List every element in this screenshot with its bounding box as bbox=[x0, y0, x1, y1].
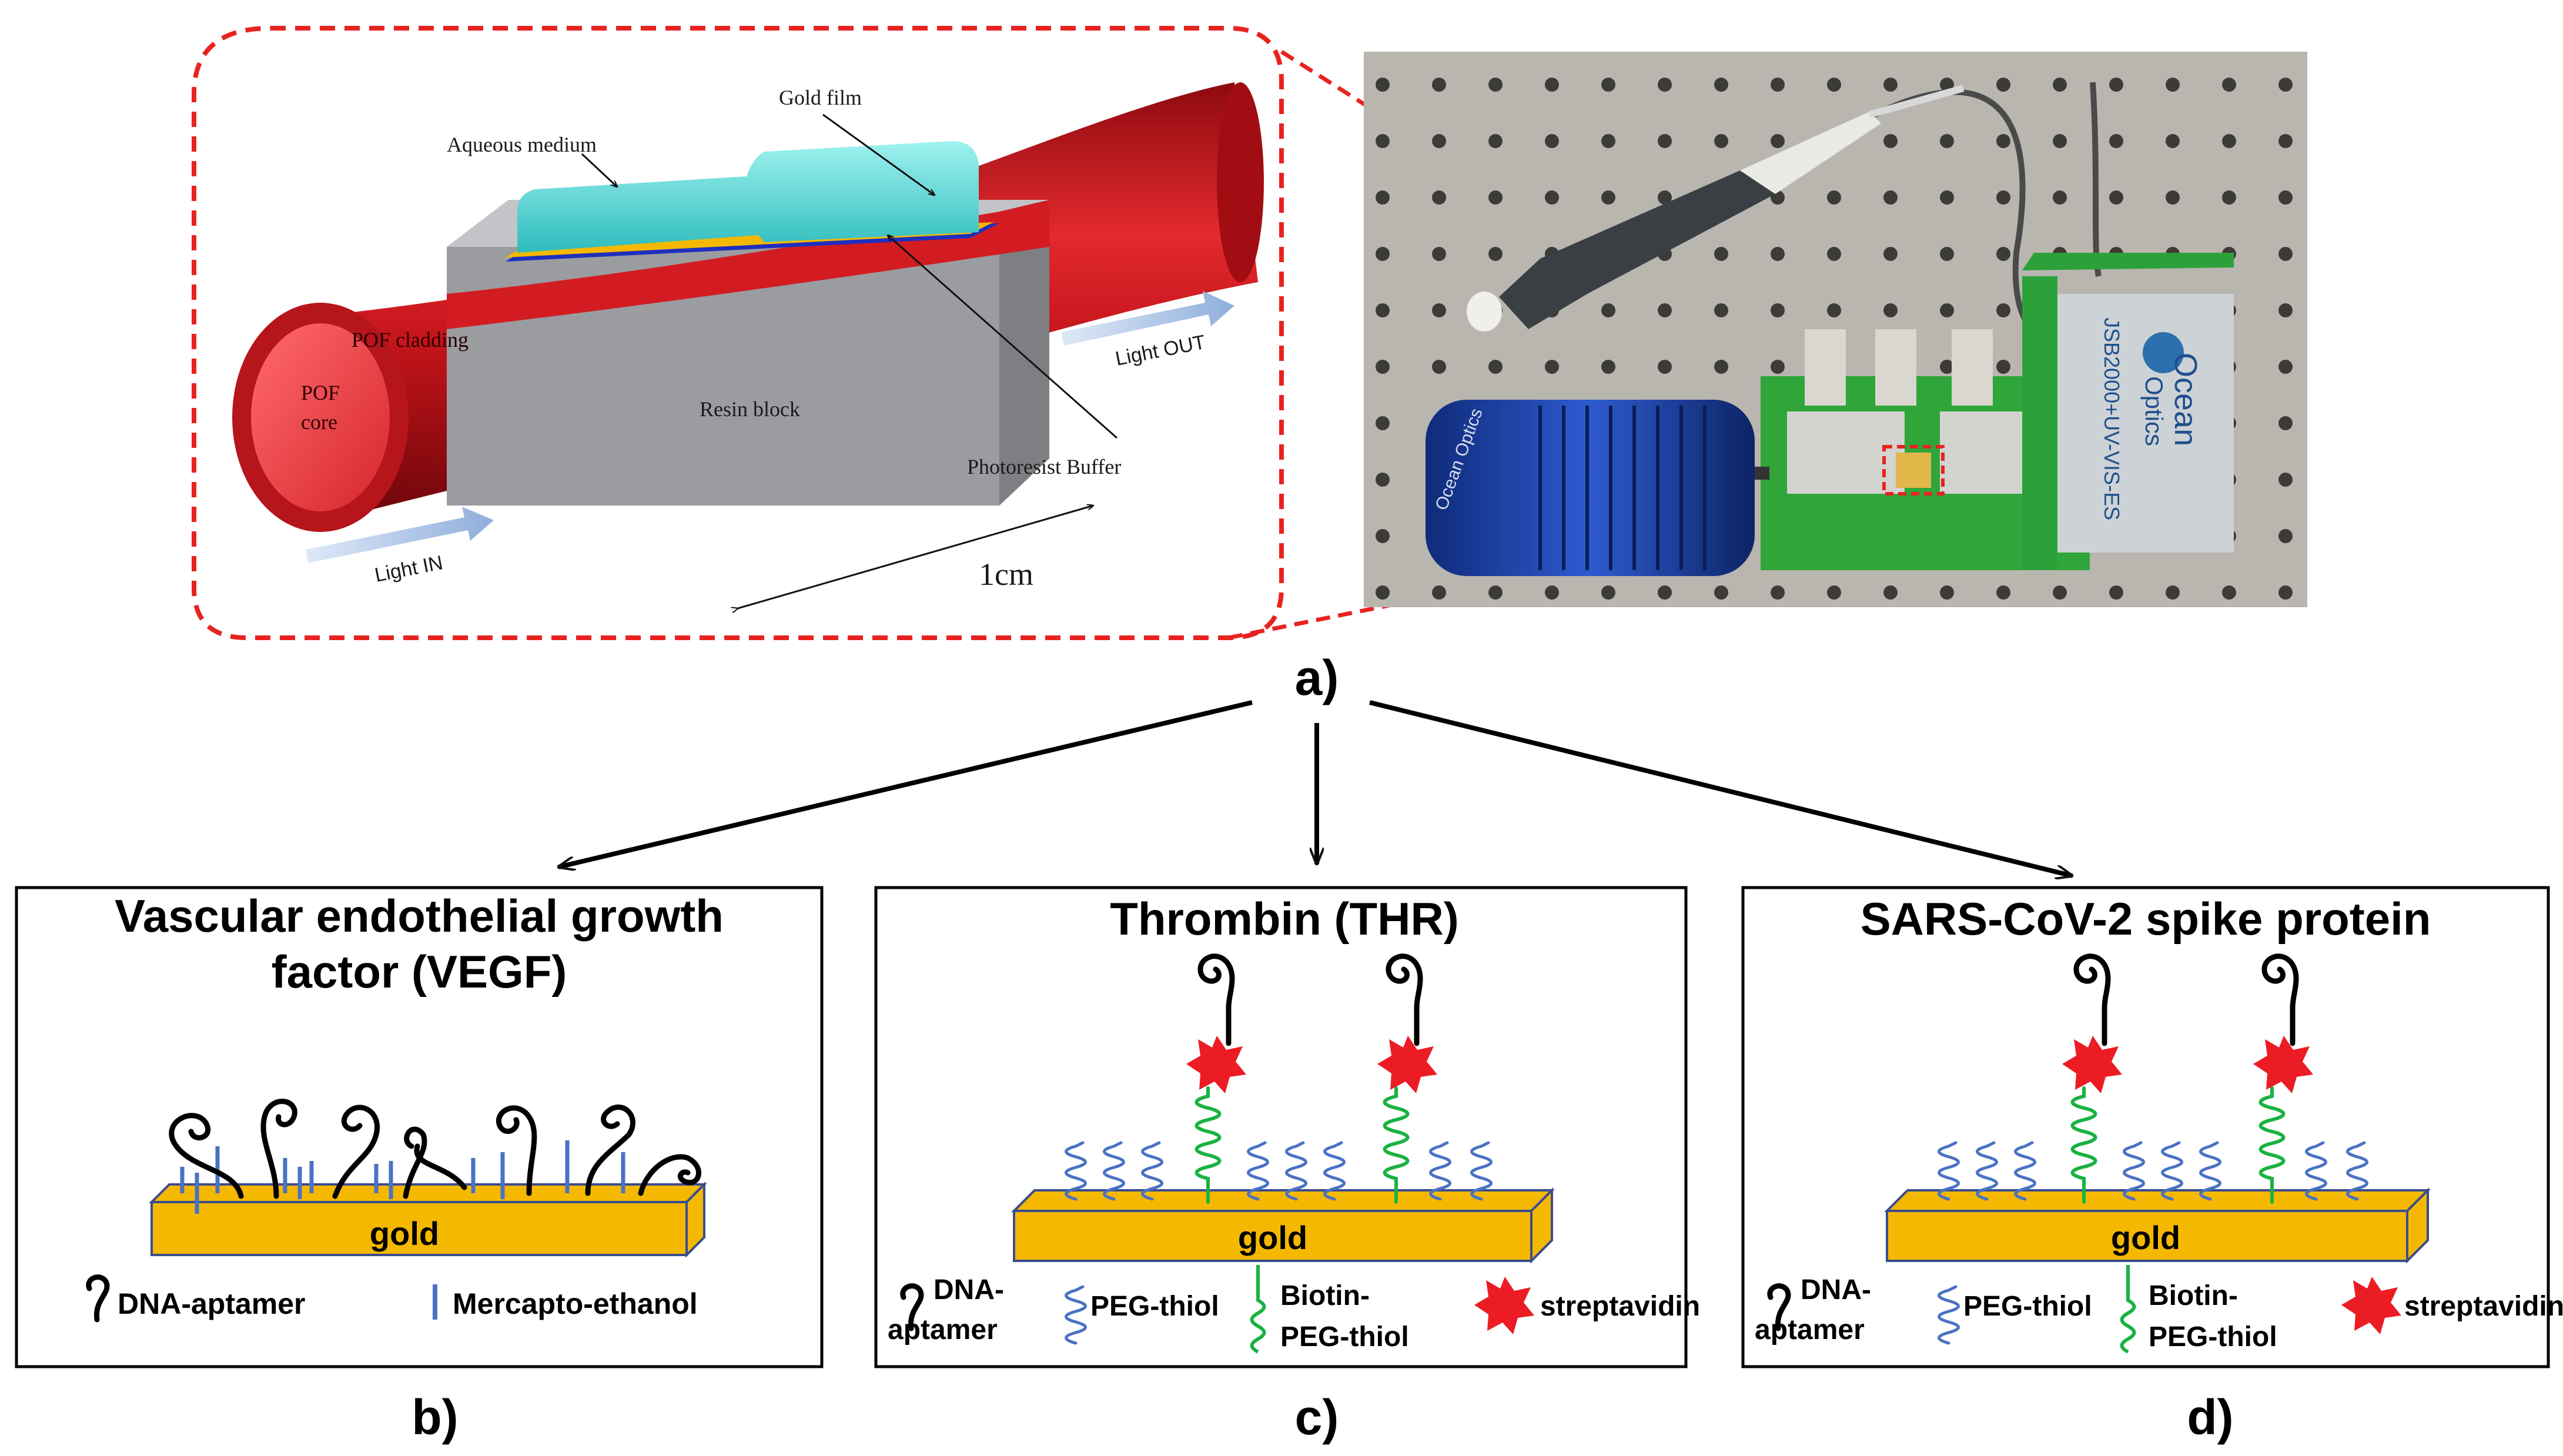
panel-d: SARS-CoV-2 spike protein gold DNA- aptam… bbox=[1741, 886, 2563, 1368]
panel-a-photo: Ocean Optics Ocean Optics JSB2000+UV-VIS… bbox=[1364, 52, 2307, 607]
legend-strep-c: streptavidin bbox=[1540, 1291, 1700, 1322]
panel-a-schematic: Aqueous medium Gold film POF cladding PO… bbox=[192, 26, 1284, 640]
gold-slab-side-d bbox=[2406, 1187, 2429, 1264]
legend-biotin-d-1: Biotin- bbox=[2149, 1280, 2238, 1311]
label-buffer: Photoresist Buffer bbox=[967, 455, 1121, 478]
panel-d-letter: d) bbox=[2187, 1390, 2233, 1445]
legend-mercapto: Mercapto-ethanol bbox=[453, 1287, 698, 1320]
gold-slab-front-c bbox=[1013, 1210, 1533, 1262]
light-out-arrow bbox=[1061, 291, 1234, 346]
legend-aptamer-b: DNA-aptamer bbox=[118, 1287, 306, 1320]
label-scale: 1cm bbox=[979, 557, 1033, 592]
gold-label-b: gold bbox=[370, 1215, 439, 1252]
aqueous-medium bbox=[517, 141, 979, 253]
aqueous-pointer bbox=[581, 153, 617, 187]
panel-c-letter: c) bbox=[1295, 1390, 1339, 1445]
scale-bar bbox=[738, 506, 1093, 608]
arrow-to-b bbox=[558, 700, 1253, 867]
label-resin: Resin block bbox=[700, 397, 800, 421]
spectrometer-brand-1: Ocean bbox=[2168, 353, 2203, 446]
gold-slab-side-c bbox=[1530, 1187, 1553, 1264]
legend-biotin-c-1: Biotin- bbox=[1280, 1280, 1370, 1311]
pipette bbox=[1467, 85, 1965, 332]
legend-peg-d: PEG-thiol bbox=[1963, 1291, 2092, 1322]
legend-aptamer-icon-c bbox=[900, 1283, 924, 1331]
gold-slab-front-b bbox=[150, 1201, 688, 1256]
spectrometer-model: JSB2000+UV-VIS-ES bbox=[2100, 317, 2124, 520]
spectrometer: Ocean Optics JSB2000+UV-VIS-ES bbox=[2022, 253, 2234, 570]
legend-strep-d: streptavidin bbox=[2404, 1291, 2563, 1322]
panel-c-title: Thrombin (THR) bbox=[1110, 893, 1459, 945]
spectrometer-brand-2: Optics bbox=[2140, 376, 2168, 446]
label-core-2: core bbox=[301, 410, 337, 434]
label-light-in: Light IN bbox=[373, 551, 444, 587]
panel-b-title-2: factor (VEGF) bbox=[272, 946, 567, 998]
gold-label-c: gold bbox=[1238, 1219, 1307, 1256]
legend-biotin-icon-c bbox=[1250, 1265, 1266, 1354]
gold-pointer bbox=[822, 113, 935, 195]
panel-c-frame bbox=[874, 886, 1688, 1368]
legend-peg-c: PEG-thiol bbox=[1090, 1291, 1219, 1322]
pof-core bbox=[251, 323, 390, 511]
arrow-to-d bbox=[1369, 700, 2072, 876]
light-source: Ocean Optics bbox=[1426, 400, 1755, 576]
panel-b-title-1: Vascular endothelial growth bbox=[115, 890, 724, 942]
legend-biotin-c-2: PEG-thiol bbox=[1280, 1321, 1409, 1353]
legend-aptamer-icon-d bbox=[1767, 1283, 1791, 1331]
panel-b: Vascular endothelial growth factor (VEGF… bbox=[15, 886, 824, 1368]
resin-side bbox=[999, 200, 1049, 506]
legend-biotin-icon-d bbox=[2120, 1265, 2136, 1354]
panel-d-title: SARS-CoV-2 spike protein bbox=[1861, 893, 2431, 945]
legend-aptamer-d-2: aptamer bbox=[1755, 1314, 1865, 1345]
fiber-end-right bbox=[1217, 82, 1264, 282]
panel-b-letter: b) bbox=[411, 1390, 458, 1445]
label-cladding: POF cladding bbox=[352, 328, 469, 352]
label-aqueous: Aqueous medium bbox=[447, 133, 597, 156]
gold-label-d: gold bbox=[2111, 1219, 2180, 1256]
light-in-arrow bbox=[306, 507, 494, 563]
zoom-box bbox=[192, 26, 1284, 640]
legend-aptamer-c-2: aptamer bbox=[888, 1314, 998, 1345]
sensor-highlight bbox=[1882, 445, 1945, 496]
gold-slab-side-b bbox=[685, 1181, 705, 1258]
label-gold-film: Gold film bbox=[779, 86, 862, 109]
aptamers-b bbox=[169, 1099, 701, 1199]
panel-c: Thrombin (THR) gold DNA- aptamer PEG-thi… bbox=[874, 886, 1700, 1368]
label-light-out: Light OUT bbox=[1113, 331, 1207, 370]
legend-aptamer-icon-b bbox=[86, 1274, 110, 1323]
buffer-pointer bbox=[888, 235, 1117, 439]
label-core-1: POF bbox=[301, 381, 340, 404]
panel-d-frame bbox=[1741, 886, 2550, 1368]
legend-aptamer-d-1: DNA- bbox=[1801, 1274, 1871, 1306]
panel-a-letter: a) bbox=[1295, 650, 1339, 705]
panel-b-frame bbox=[15, 886, 824, 1368]
legend-aptamer-c-1: DNA- bbox=[933, 1274, 1004, 1306]
legend-biotin-d-2: PEG-thiol bbox=[2149, 1321, 2277, 1353]
